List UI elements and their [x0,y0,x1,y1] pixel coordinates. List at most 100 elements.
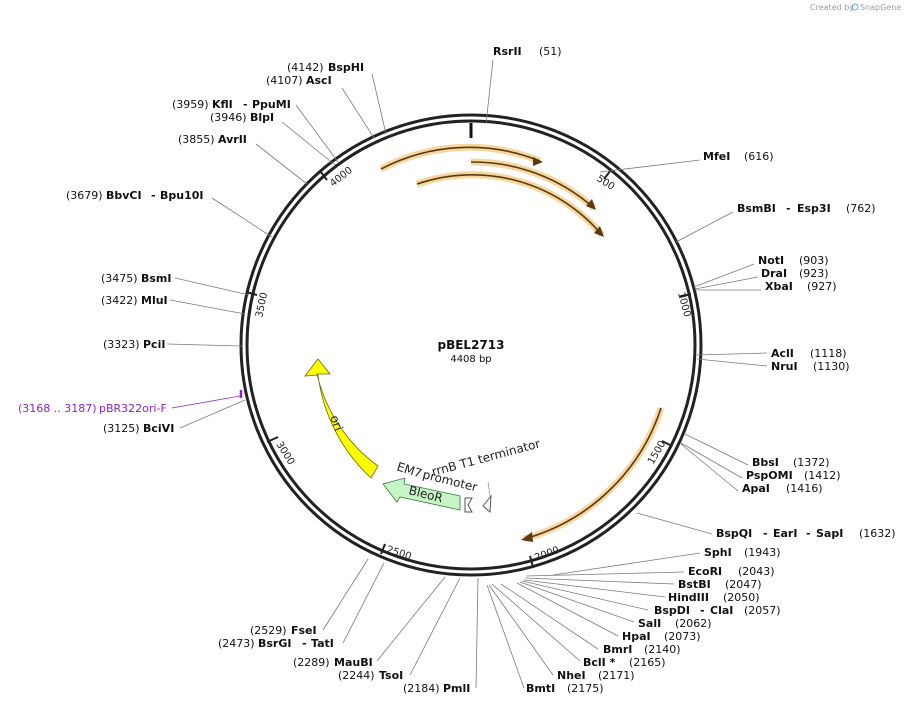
site-pos: (616) [744,150,774,163]
site-pos: (3855) [178,133,215,146]
site-ascI: (4107) AscI [266,74,332,87]
site-name: KflI [212,98,233,111]
ori-arrow [304,358,379,479]
site-name: BsmI [141,272,172,285]
site-name: BclI * [583,656,616,669]
site-name: NruI [771,360,798,373]
site-pos: (2057) [744,604,781,617]
site-pos: (3323) [103,338,140,351]
site-mfeI: MfeI (616) [703,150,774,163]
em7-promoter-arrow [464,497,473,513]
site-pos: (3679) [66,189,103,202]
site-nheI: NheI (2171) [557,669,635,682]
site-leader-lines [166,59,768,689]
site-bspHI: (4142) BspHI [287,61,364,74]
site-xbaI: XbaI (927) [765,280,837,293]
site-name2: Bpu10I [160,189,204,202]
ori-label: ori [327,413,345,432]
site-pos: (2165) [629,656,666,669]
site-name: BspHI [328,61,364,74]
site-pmlI: (2184) PmlI [403,682,470,695]
site-pos: (2073) [664,630,701,643]
site-sep: - [700,604,705,617]
site-name: EcoRI [688,565,722,578]
site-kflI: (3959) KflI - PpuMI [172,98,291,111]
snapgene-credit: Created by SnapGene [810,3,901,12]
orf-arrowhead-1 [533,157,543,166]
site-pos: (1130) [813,360,850,373]
orf-arrow-right [521,406,665,543]
site-pos: (2289) [293,656,330,669]
site-name: RsrII [493,45,522,58]
site-bspDI: BspDI - ClaI (2057) [654,604,781,617]
site-name: MauBI [334,656,373,669]
site-pos: (2473) [218,637,255,650]
orf-arrowhead-3 [594,226,604,237]
site-pos: (2184) [403,682,440,695]
site-sphI: SphI (1943) [704,546,781,559]
site-apaI: ApaI (1416) [742,482,823,495]
site-pos: (3946) [210,111,247,124]
site-name: BspQI [716,527,752,540]
orf-arrows-top [379,143,605,238]
site-name: PciI [143,338,165,351]
site-pos: (2140) [644,643,681,656]
site-sep: - [763,527,768,540]
site-pspOMI: PspOMI (1412) [746,469,841,482]
site-blpI: (3946) BlpI [210,111,274,124]
site-bsmBI: BsmBI - Esp3I (762) [737,202,876,215]
primer-name: pBR322ori-F [99,402,167,415]
em7-label-line1: EM7 [395,460,424,481]
site-avrII: (3855) AvrII [178,133,247,146]
site-name: AclI [771,347,794,360]
site-hindIII: HindIII (2050) [668,591,760,604]
site-name: PspOMI [746,469,793,482]
site-name: BciVI [143,422,174,435]
site-name2: TatI [311,637,334,650]
site-bmtI: BmtI (2175) [526,682,604,695]
plasmid-name: pBEL2713 [438,338,505,352]
site-aclI: AclI (1118) [771,347,847,360]
site-sep2: - [806,527,811,540]
site-pos: (3959) [172,98,209,111]
plasmid-backbone [239,113,703,577]
orf-arrowhead-4 [521,532,533,542]
site-pos: (923) [799,267,829,280]
site-name: BbsI [752,456,779,469]
tick-label-500: 500 [594,173,616,193]
small-feature-arrows [464,481,492,514]
site-pos: (2244) [338,669,375,682]
site-rsrII: RsrII (51) [493,45,562,58]
site-name: SphI [704,546,732,559]
credit-prefix: Created by [810,3,854,12]
site-name: MfeI [703,150,730,163]
site-name: AvrII [218,133,247,146]
site-sep: - [243,98,248,111]
site-tsoI: (2244) TsoI [338,669,403,682]
site-bclI: BclI * (2165) [583,656,666,669]
site-salI: SalI (2062) [638,617,712,630]
site-name: PmlI [443,682,470,695]
site-pos: (4107) [266,74,303,87]
site-bstBI: BstBI (2047) [678,578,762,591]
site-pos: (927) [807,280,837,293]
site-bbsI: BbsI (1372) [752,456,830,469]
snapgene-logo-icon [851,3,859,11]
site-name: MluI [141,294,168,307]
site-name: HindIII [668,591,709,604]
position-ticks [245,169,692,568]
site-pos: (1412) [804,469,841,482]
site-name: AscI [306,74,332,87]
site-name: XbaI [765,280,793,293]
site-mluI: (3422) MluI [101,294,168,307]
site-pos: (3422) [101,294,138,307]
site-pos: (1632) [859,527,896,540]
site-pos: (2529) [250,624,287,637]
plasmid-size: 4408 bp [450,354,491,365]
site-name: FseI [291,624,317,637]
site-bspQI: BspQI - EarI - SapI (1632) [716,527,896,540]
site-pos: (762) [846,202,876,215]
site-pciI: (3323) PciI [103,338,165,351]
site-bbvCI: (3679) BbvCI - Bpu10I [66,189,204,202]
